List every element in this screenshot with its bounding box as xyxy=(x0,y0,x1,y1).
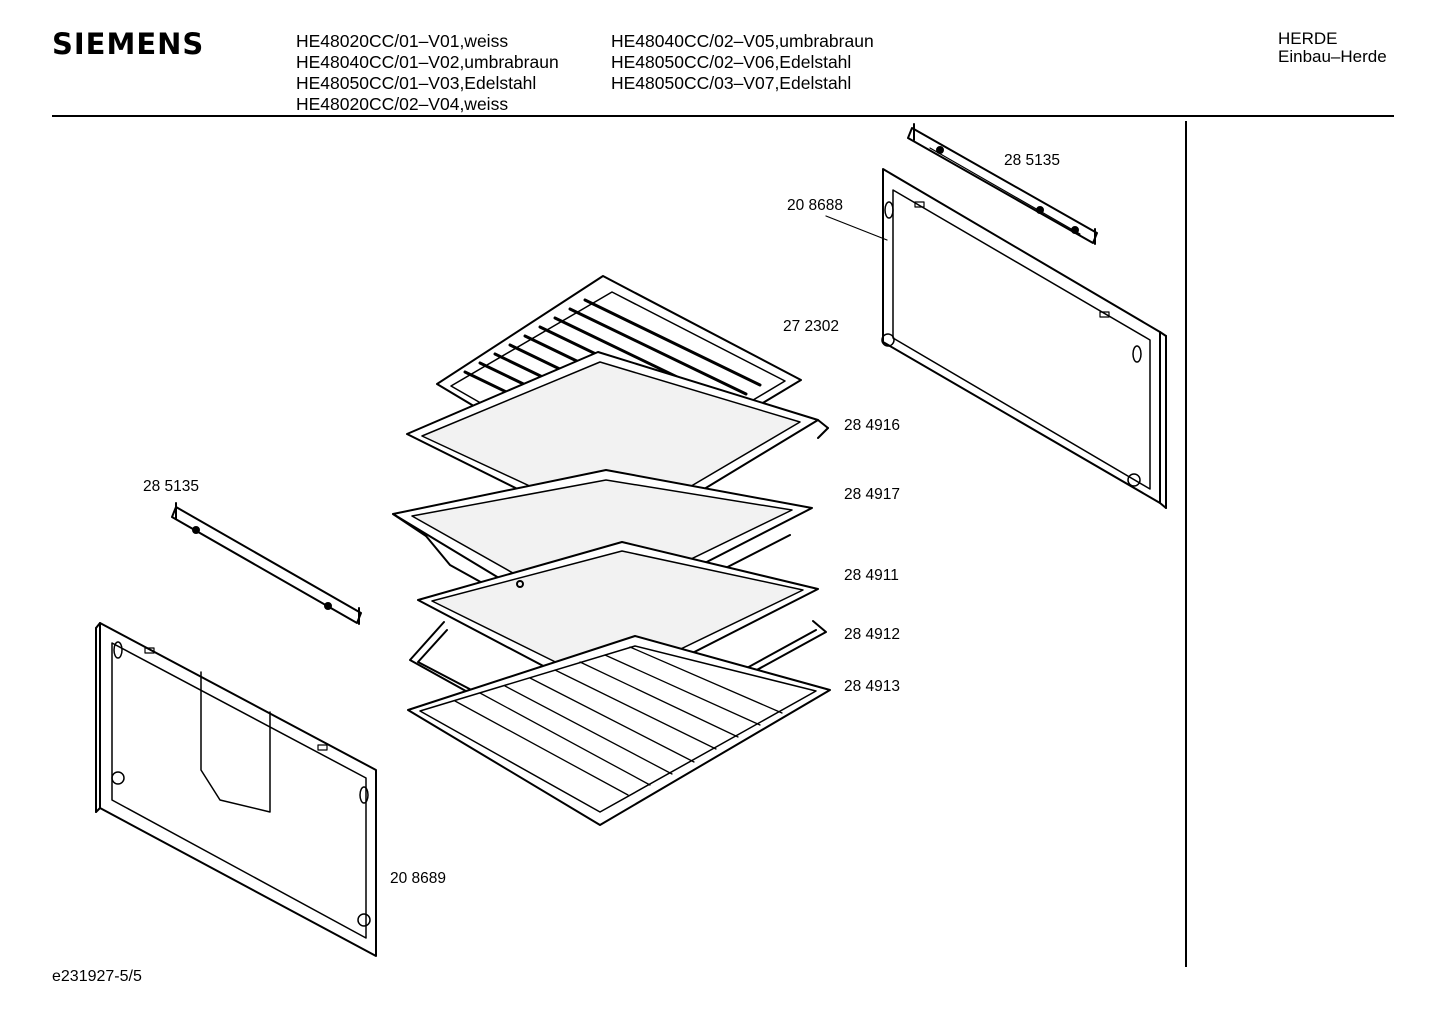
model-entry: HE48040CC/02–V05,umbrabraun xyxy=(611,31,874,51)
category-subtitle: Einbau–Herde xyxy=(1278,47,1387,66)
category-title: HERDE xyxy=(1278,29,1338,48)
model-list-column-2: HE48040CC/02–V05,umbrabraun HE48050CC/02… xyxy=(611,31,874,94)
wire-rack-part xyxy=(407,635,831,826)
product-category: HERDE Einbau–Herde xyxy=(1278,30,1387,66)
flat-tray-part xyxy=(417,541,819,699)
callout-tray-deep: 28 4917 xyxy=(844,486,901,503)
document-id: e231927-5/5 xyxy=(52,968,142,985)
callout-wire-rack: 28 4913 xyxy=(844,678,901,695)
model-entry: HE48050CC/03–V07,Edelstahl xyxy=(611,73,852,93)
side-rail-left-part xyxy=(171,502,362,625)
model-entry: HE48040CC/01–V02,umbrabraun xyxy=(296,52,559,72)
model-list-column-1: HE48020CC/01–V01,weiss HE48040CC/01–V02,… xyxy=(296,31,559,115)
brand-logo: SIEMENS xyxy=(52,27,205,61)
leader-line xyxy=(825,215,888,241)
callout-tray-flat: 28 4911 xyxy=(844,567,899,584)
top-rail-right-part xyxy=(907,123,1098,245)
callout-rail-right: 28 5135 xyxy=(1004,152,1061,169)
back-panel-part xyxy=(881,168,1167,509)
callout-panel-front: 20 8689 xyxy=(390,870,447,887)
callout-grill-tray: 27 2302 xyxy=(783,318,840,335)
model-entry: HE48020CC/01–V01,weiss xyxy=(296,31,509,51)
callout-tray-upper: 28 4916 xyxy=(844,417,901,434)
sidebar-divider xyxy=(1185,121,1187,967)
model-entry: HE48020CC/02–V04,weiss xyxy=(296,94,509,114)
callout-rack-handle: 28 4912 xyxy=(844,626,901,643)
callout-rail-left: 28 5135 xyxy=(143,478,200,495)
callout-panel-back: 20 8688 xyxy=(787,197,844,214)
front-panel-part xyxy=(95,622,377,957)
model-entry: HE48050CC/02–V06,Edelstahl xyxy=(611,52,852,72)
header-divider xyxy=(52,115,1394,117)
model-entry: HE48050CC/01–V03,Edelstahl xyxy=(296,73,537,93)
